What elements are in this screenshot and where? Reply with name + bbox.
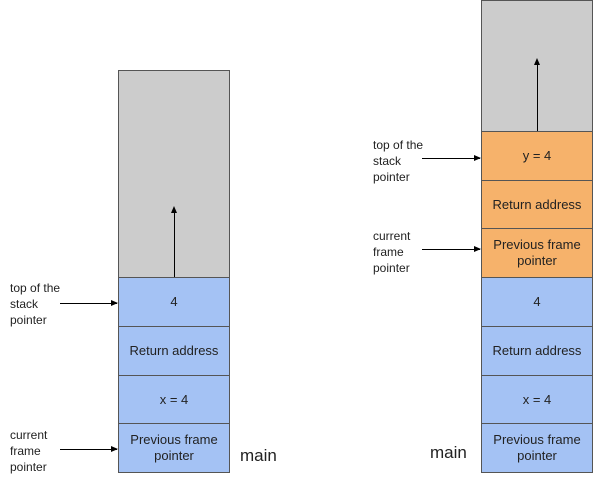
left-cell-value: 4 (118, 278, 230, 327)
right-stack: y = 4 Return address Previous frame poin… (481, 0, 593, 473)
right-fp-label-line: frame (373, 245, 404, 259)
left-sp-label-line: pointer (10, 313, 47, 327)
left-main-label: main (240, 446, 277, 465)
left-fp-label-line: frame (10, 444, 41, 458)
right-fp-label-line: pointer (373, 261, 410, 275)
right-cell-x: x = 4 (481, 376, 593, 424)
right-sp-label-line: top of the (373, 138, 424, 152)
left-sp-label-line: stack (10, 297, 39, 311)
right-growth-arrow-icon (534, 58, 540, 131)
left-sp-arrow-icon (60, 300, 118, 306)
left-growth-arrow-icon (171, 206, 177, 277)
right-cell-value: 4 (481, 278, 593, 327)
left-fp-arrow-icon (60, 446, 118, 452)
left-fp-label-line: pointer (10, 460, 47, 474)
left-fp-label-line: current (10, 428, 48, 442)
left-stack: 4 Return address x = 4 Previous frame po… (118, 70, 230, 473)
right-cell-prev-frame-pointer: Previous frame pointer (481, 424, 593, 473)
right-sp-label: top of the stack pointer (373, 137, 423, 185)
right-fp-label: current frame pointer (373, 228, 410, 276)
right-fp-arrow-icon (422, 246, 481, 252)
right-cell-return-address-callee: Return address (481, 181, 593, 229)
right-free-space (481, 0, 593, 132)
left-free-space (118, 70, 230, 278)
right-fp-label-line: current (373, 229, 411, 243)
right-cell-y: y = 4 (481, 132, 593, 181)
left-cell-x: x = 4 (118, 376, 230, 424)
right-sp-label-line: stack (373, 154, 402, 168)
right-sp-label-line: pointer (373, 170, 410, 184)
left-fp-label: current frame pointer (10, 427, 47, 475)
left-sp-label: top of the stack pointer (10, 280, 60, 328)
right-main-label: main (430, 443, 467, 462)
left-sp-label-line: top of the (10, 281, 61, 295)
right-cell-prev-frame-pointer-callee: Previous frame pointer (481, 229, 593, 278)
right-cell-return-address: Return address (481, 327, 593, 376)
left-cell-prev-frame-pointer: Previous frame pointer (118, 424, 230, 473)
right-sp-arrow-icon (422, 155, 481, 161)
left-cell-return-address: Return address (118, 327, 230, 376)
